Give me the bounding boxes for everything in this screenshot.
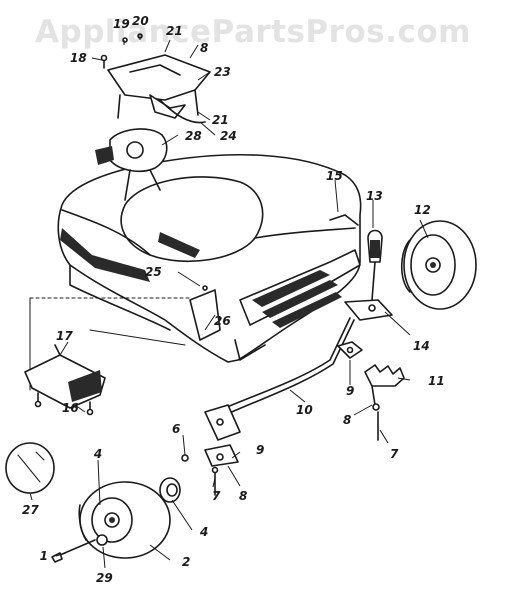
callout-7-lower: 7: [212, 489, 221, 503]
callout-14: 14: [413, 339, 430, 353]
callout-26: 26: [214, 314, 231, 328]
rear-wheel-right: [400, 220, 477, 310]
callout-29: 29: [96, 571, 113, 585]
bracket-upper: [337, 341, 363, 359]
callout-24: 24: [220, 129, 237, 143]
callout-21-mid: 21: [212, 113, 229, 127]
callout-23: 23: [214, 65, 231, 79]
callout-1: 1: [40, 549, 48, 563]
callout-9-upper: 9: [346, 384, 354, 398]
callout-7-right: 7: [390, 447, 399, 461]
callout-11: 11: [428, 374, 445, 388]
callout-10: 10: [296, 403, 313, 417]
callout-6: 6: [172, 422, 180, 436]
watermark-logo: AppliancePartsPros.com: [35, 14, 471, 50]
front-axle-bracket: [204, 404, 241, 467]
height-adjuster-lever: [344, 229, 393, 321]
callout-20: 20: [132, 14, 149, 28]
fasteners: [34, 33, 379, 496]
callout-8-top: 8: [200, 41, 208, 55]
callout-17: 17: [56, 329, 73, 343]
callout-4-wheel: 4: [93, 447, 102, 461]
discharge-deflector: [24, 344, 106, 409]
callout-13: 13: [366, 189, 383, 203]
leader-lines: [29, 34, 429, 569]
front-wheel: [78, 481, 171, 559]
adjuster-plate: [364, 364, 405, 411]
callout-4-cap: 4: [199, 525, 208, 539]
callout-8-lower: 8: [239, 489, 247, 503]
callout-27: 27: [22, 503, 39, 517]
wheel-hub: [96, 534, 108, 546]
callout-2: 2: [182, 555, 190, 569]
callout-21-top: 21: [166, 24, 183, 38]
axle-rod: [219, 317, 355, 416]
wheel-bolt: [51, 539, 96, 563]
mower-deck-housing: [29, 154, 362, 391]
upper-bracket-assembly: [95, 54, 211, 201]
callout-labels: 1 2 4 4 6 7 7 8 8 8 9 9 10 11 12 13 14 1…: [22, 14, 445, 585]
cover-plate: [5, 442, 55, 494]
callout-25: 25: [145, 265, 162, 279]
callout-9-lower: 9: [256, 443, 264, 457]
callout-12: 12: [414, 203, 431, 217]
callout-16: 16: [62, 401, 79, 415]
callout-8-right: 8: [343, 413, 351, 427]
callout-19: 19: [113, 17, 130, 31]
callout-15: 15: [326, 169, 343, 183]
callout-18: 18: [70, 51, 87, 65]
hub-cap: [159, 477, 181, 503]
callout-28: 28: [185, 129, 202, 143]
